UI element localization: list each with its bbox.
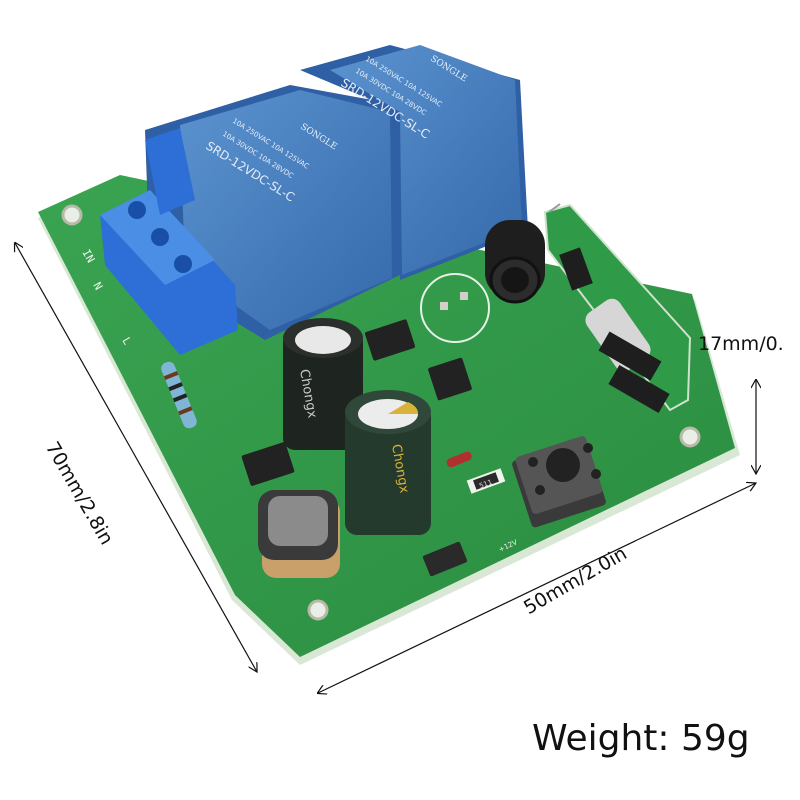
ic-chip xyxy=(428,357,472,401)
height-dimension-label: 17mm/0. xyxy=(698,333,784,355)
mounting-hole xyxy=(679,426,701,448)
mounting-hole xyxy=(61,204,83,226)
power-inductor xyxy=(258,490,340,578)
dimension-line-width xyxy=(318,483,756,693)
capacitor-2: Chongx xyxy=(345,390,431,535)
antenna-coil xyxy=(485,220,545,304)
relay-2: SRD-12VDC-SL-C 10A 30VDC 10A 28VDC 10A 2… xyxy=(300,45,528,280)
glass-diode xyxy=(446,451,472,468)
pin-header xyxy=(598,331,670,414)
weight-label: Weight: 59g xyxy=(532,718,750,759)
ic-chip xyxy=(364,319,416,361)
capacitor-1: Chongx xyxy=(283,318,363,450)
mounting-hole xyxy=(307,599,329,621)
dimension-line-length xyxy=(15,243,257,672)
